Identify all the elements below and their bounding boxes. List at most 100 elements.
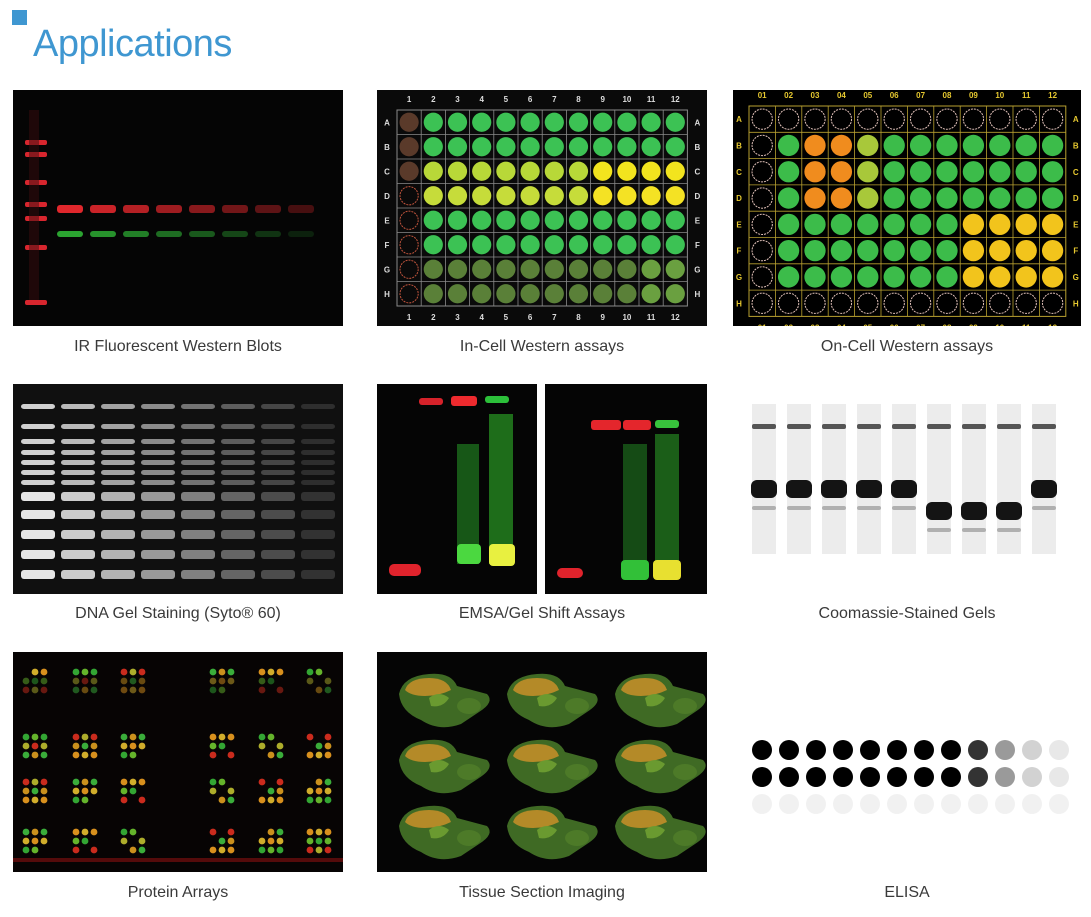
plate-well (665, 259, 685, 279)
plate-well (399, 112, 419, 132)
dna-band (61, 439, 95, 444)
elisa-well (995, 740, 1015, 760)
plate-well (989, 266, 1011, 288)
plate-well (641, 112, 661, 132)
array-spot (22, 742, 30, 750)
elisa-well (860, 794, 880, 814)
plate-well (593, 235, 613, 255)
elisa-well (995, 767, 1015, 787)
plate-well (472, 284, 492, 304)
plate-col-label: 05 (863, 323, 872, 326)
elisa-well (941, 767, 961, 787)
plate-well (751, 292, 773, 314)
array-spot (22, 846, 30, 854)
array-spot (258, 778, 266, 786)
dna-band (101, 450, 135, 455)
array-spot (138, 677, 146, 685)
dna-band (21, 492, 55, 501)
array-spot (209, 668, 217, 676)
plate-well (857, 187, 879, 209)
dna-band (261, 424, 295, 429)
plate-well (962, 134, 985, 157)
plate-well (777, 240, 800, 262)
array-spot (31, 796, 39, 804)
array-spot (267, 668, 275, 676)
elisa-well (779, 740, 799, 760)
array-spot (22, 828, 30, 836)
plate-col-label: 12 (1048, 323, 1057, 326)
plate-row-label: G (694, 265, 700, 274)
dna-band (181, 480, 215, 485)
plate-row-label: G (384, 265, 390, 274)
plate-row-label: A (1073, 115, 1079, 124)
dna-band (21, 510, 55, 519)
plate-well (520, 259, 540, 279)
plate-well (496, 186, 516, 206)
dna-band (221, 480, 255, 485)
plate-col-label: 01 (758, 323, 767, 326)
plate-well (777, 292, 800, 314)
protein-band (961, 502, 987, 520)
dna-band (101, 492, 135, 501)
dna-band (101, 480, 135, 485)
plate-well (1041, 187, 1064, 209)
plate-row-label: C (1073, 168, 1079, 177)
array-spot (258, 668, 266, 676)
array-spot (72, 796, 80, 804)
plate-well (399, 186, 419, 206)
dna-band (141, 460, 175, 465)
array-spot (138, 742, 146, 750)
plate-well (936, 292, 958, 314)
plate-well (423, 210, 443, 230)
elisa-well (752, 794, 772, 814)
plate-well (641, 235, 661, 255)
dna-band (301, 510, 335, 519)
protein-band (786, 480, 812, 498)
elisa-well (914, 740, 934, 760)
array-spot (81, 751, 89, 759)
plate-col-label: 9 (600, 313, 605, 322)
plate-well (830, 108, 853, 130)
array-spot (218, 742, 226, 750)
plate-well (568, 210, 589, 230)
array-spot (120, 787, 128, 795)
array-spot (22, 796, 30, 804)
elisa-well (914, 767, 934, 787)
plate-col-label: 1 (407, 313, 412, 322)
plate-col-label: 6 (528, 95, 533, 104)
plate-well (777, 161, 800, 183)
plate-well (520, 112, 540, 132)
array-spot (22, 751, 30, 759)
plate-row-label: E (384, 216, 390, 225)
tissue-section (399, 805, 490, 860)
plate-well (447, 259, 468, 279)
plate-col-label: 10 (995, 91, 1004, 100)
dna-band (141, 470, 175, 475)
plate-row-label: D (384, 192, 390, 201)
elisa-well (887, 740, 907, 760)
plate-well (423, 186, 443, 206)
plate-well (804, 266, 826, 288)
elisa-well (968, 794, 988, 814)
dna-band (181, 510, 215, 519)
dna-band (181, 550, 215, 559)
array-spot (227, 837, 235, 845)
dna-band (301, 530, 335, 539)
plate-well (962, 187, 985, 209)
plate-well (496, 210, 516, 230)
plate-well (804, 187, 826, 209)
array-spot (209, 733, 217, 741)
plate-well (830, 187, 853, 209)
page-title: Applications (33, 23, 232, 65)
dna-band (221, 404, 255, 409)
plate-row-label: B (736, 141, 742, 150)
elisa-well (779, 794, 799, 814)
plate-well (617, 186, 637, 206)
protein-array-image (13, 652, 343, 872)
array-spot (306, 796, 314, 804)
coomassie-gel-image (742, 384, 1072, 594)
red-band (57, 205, 83, 213)
array-spot (324, 787, 332, 795)
array-spot (324, 733, 332, 741)
plate-well (423, 259, 443, 279)
